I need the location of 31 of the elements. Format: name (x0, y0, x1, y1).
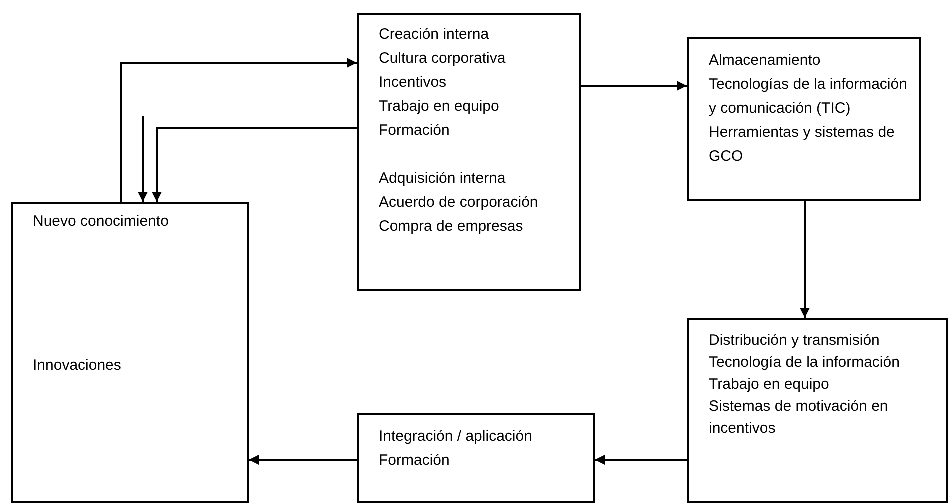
box-text: Compra de empresas (379, 217, 524, 237)
box-text: Tecnología de la información (709, 353, 901, 373)
process-box (687, 37, 921, 201)
box-text: Almacenamiento (709, 51, 822, 71)
process-box (687, 318, 948, 503)
box-text: Formación (379, 451, 451, 471)
arrow (249, 455, 357, 465)
process-box (357, 413, 595, 503)
box-text: Herramientas y sistemas de GCO (709, 123, 896, 167)
box-text: Acuerdo de corporación (379, 193, 540, 213)
arrow (800, 201, 810, 318)
box-text: Integración / aplicación (379, 427, 534, 447)
box-text: Cultura corporativa (379, 49, 507, 69)
box-text: Trabajo en equipo (709, 375, 830, 395)
arrow (120, 58, 357, 202)
process-box (11, 202, 249, 503)
box-text: Nuevo conocimiento (33, 212, 170, 232)
arrow (595, 455, 687, 465)
box-text: Distribución y transmisión (709, 331, 881, 351)
box-text: Adquisición interna (379, 169, 507, 189)
arrow (581, 81, 687, 91)
box-text: Trabajo en equipo (379, 97, 500, 117)
box-text: Tecnologías de la información y comunicación (TIC) (709, 75, 908, 119)
arrow (152, 127, 357, 202)
box-text: Incentivos (379, 73, 448, 93)
box-text: Creación interna (379, 25, 490, 45)
process-box (357, 13, 581, 291)
arrow (138, 116, 148, 202)
box-text: Sistemas de motivación en incentivos (709, 397, 890, 439)
box-text: Formación (379, 121, 451, 141)
box-text: Innovaciones (33, 356, 122, 376)
